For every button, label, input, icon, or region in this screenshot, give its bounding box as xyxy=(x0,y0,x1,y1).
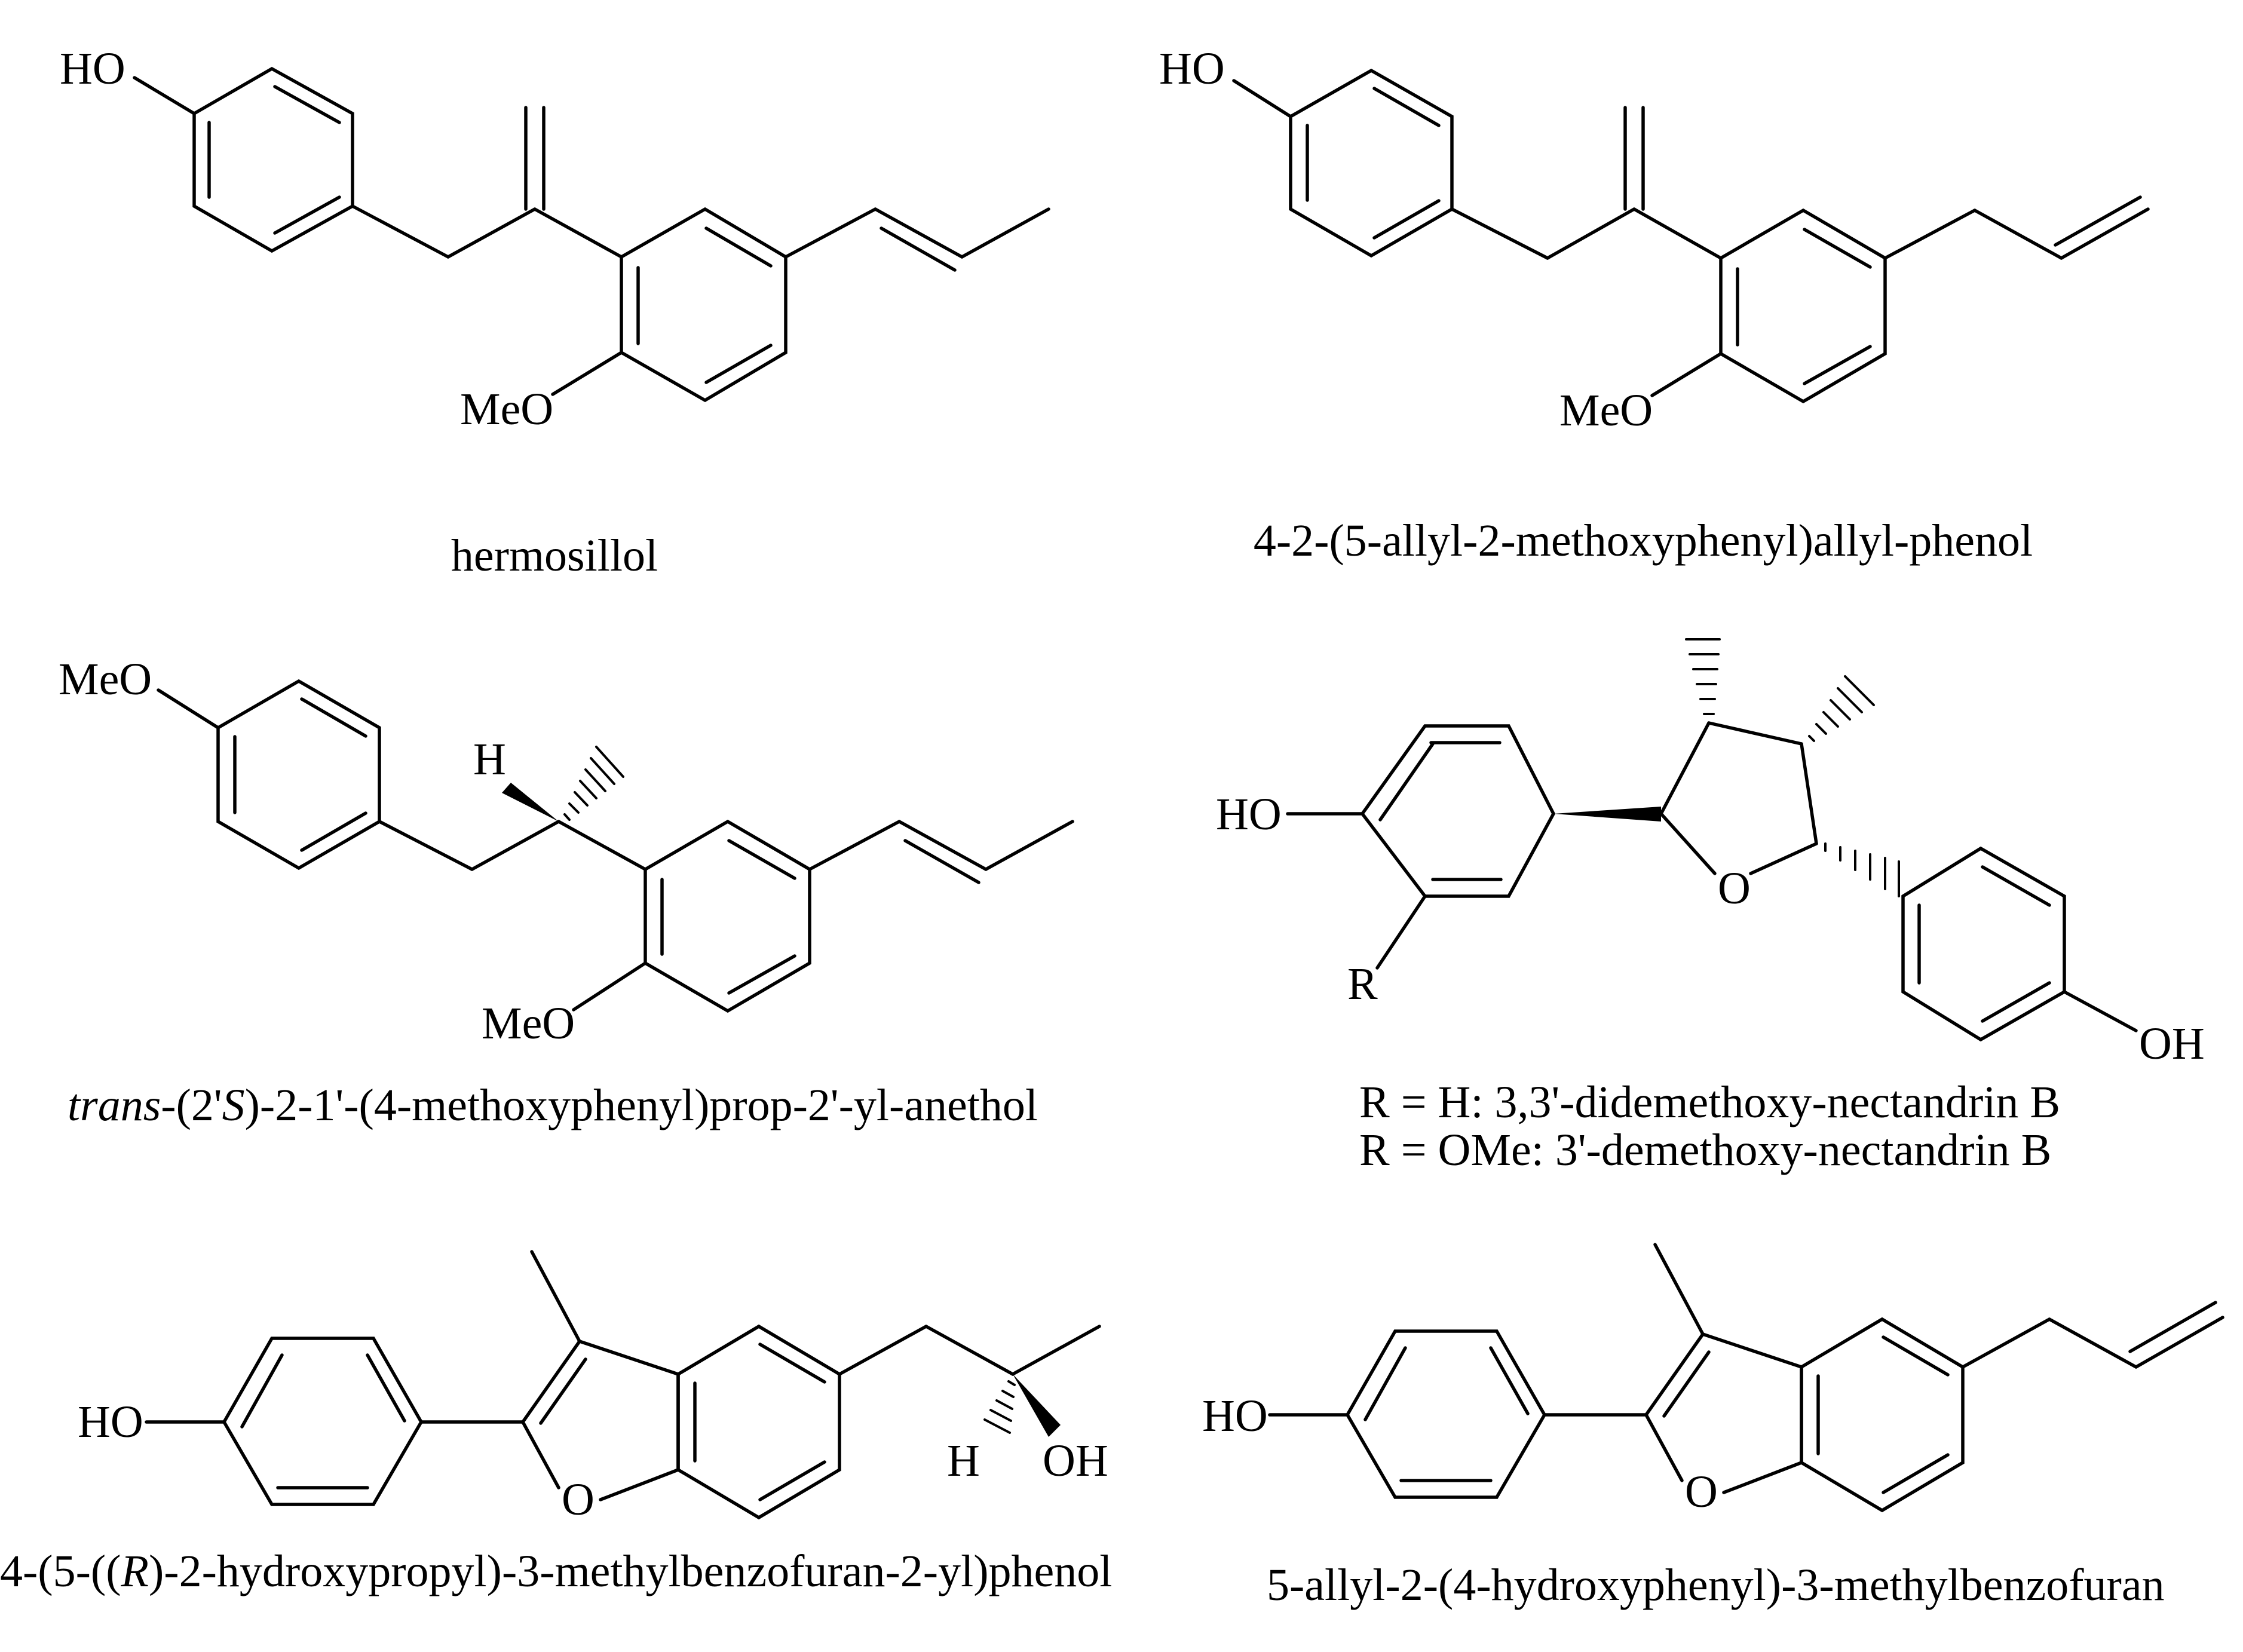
ring-oxygen-label: O xyxy=(562,1475,595,1525)
structure-allyl-phenol-bonds xyxy=(1232,68,2150,404)
compound-name-hermosillol: hermosillol xyxy=(451,531,658,581)
hydrogen-label: H xyxy=(473,734,506,784)
hydroxyl-label-right: OH xyxy=(2139,1019,2205,1069)
wedge-bond xyxy=(502,783,559,822)
hash-bond xyxy=(563,746,624,821)
caption-line-1: R = H: 3,3'-didemethoxy-nectandrin B xyxy=(1359,1077,2060,1127)
compound-hydroxypropyl-benzofuran: HO O H OH 4-(5-((R)-2-hydroxypropyl)-3-m… xyxy=(0,1250,1112,1596)
hash-bond xyxy=(983,1380,1016,1434)
hydroxyl-label: HO xyxy=(78,1397,143,1447)
caption-line-2: R = OMe: 3'-demethoxy-nectandrin B xyxy=(1359,1125,2051,1175)
name-prefix-italic: trans xyxy=(68,1080,161,1130)
name-part: -(2' xyxy=(161,1080,222,1130)
structure-hermosillol-bonds xyxy=(133,66,1050,403)
r-substituent-label: R xyxy=(1347,959,1378,1009)
methoxy-label-bottom: MeO xyxy=(482,998,575,1049)
wedge-bond xyxy=(1013,1374,1061,1437)
compound-name-allyl-phenol: 4-2-(5-allyl-2-methoxyphenyl)allyl-pheno… xyxy=(1254,516,2033,566)
name-part: 4-(5-(( xyxy=(0,1546,121,1596)
structure-hydroxypropyl-benzofuran-bonds xyxy=(145,1250,1101,1520)
compound-allyl-phenol: HO MeO 4-2-(5-allyl-2-methoxyphenyl)ally… xyxy=(1159,44,2150,566)
structure-nectandrin-bonds xyxy=(1286,721,2138,1042)
methoxy-label-top: MeO xyxy=(59,654,152,704)
hydroxyl-label-side-chain: OH xyxy=(1043,1436,1108,1486)
ring-oxygen-label: O xyxy=(1685,1467,1718,1517)
hash-bond xyxy=(1824,842,1900,897)
methoxy-label: MeO xyxy=(1559,385,1653,436)
compound-anethol-derivative: MeO H MeO trans-(2'S)-2-1'-(4-methoxyphe… xyxy=(59,654,1074,1130)
compound-name-hydroxypropyl-benzofuran: 4-(5-((R)-2-hydroxypropyl)-3-methylbenzo… xyxy=(0,1546,1112,1596)
compound-name-allyl-benzofuran: 5-allyl-2-(4-hydroxyphenyl)-3-methylbenz… xyxy=(1267,1560,2165,1610)
compound-nectandrin-analogues: HO R O OH R = H: 3,3'-didemethoxy-nectan… xyxy=(1216,638,2205,1175)
hash-bond xyxy=(1808,675,1875,742)
hydroxyl-label: HO xyxy=(60,44,125,94)
compound-hermosillol: HO MeO hermosillol xyxy=(60,44,1050,581)
name-rest: )-2-hydroxypropyl)-3-methylbenzofuran-2-… xyxy=(149,1546,1112,1596)
hash-bond xyxy=(1685,638,1721,715)
methoxy-label: MeO xyxy=(460,384,553,434)
compound-allyl-benzofuran: HO O 5-allyl-2-(4-hydroxyphenyl)-3-methy… xyxy=(1202,1243,2224,1610)
hydroxyl-label: HO xyxy=(1202,1391,1268,1441)
wedge-bond xyxy=(1553,807,1661,822)
compound-name-anethol-derivative: trans-(2'S)-2-1'-(4-methoxyphenyl)prop-2… xyxy=(68,1080,1038,1130)
name-rest: )-2-1'-(4-methoxyphenyl)prop-2'-yl-aneth… xyxy=(245,1080,1038,1130)
structure-anethol-derivative-bonds xyxy=(157,679,1074,1013)
structure-allyl-benzofuran-bonds xyxy=(1268,1243,2224,1513)
name-stereo-italic: R xyxy=(121,1546,149,1596)
hydroxyl-label: HO xyxy=(1216,789,1282,839)
ring-oxygen-label: O xyxy=(1718,863,1751,914)
hydroxyl-label: HO xyxy=(1159,44,1225,94)
name-stereo-italic: S xyxy=(222,1080,245,1130)
hydrogen-label: H xyxy=(947,1436,980,1486)
